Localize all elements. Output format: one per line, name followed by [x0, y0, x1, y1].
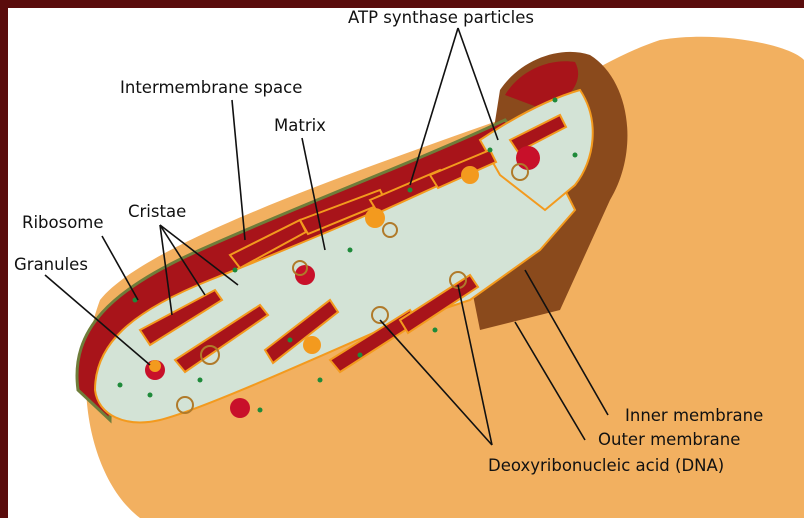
ribosome-dot	[488, 148, 493, 153]
label-outer-membrane: Outer membrane	[598, 432, 740, 449]
ribosome-dot	[348, 248, 353, 253]
leader-atp-2	[458, 28, 498, 140]
granule	[230, 398, 250, 418]
ribosome-dot	[288, 338, 293, 343]
granule	[303, 336, 321, 354]
ribosome-dot	[408, 188, 413, 193]
ribosome-dot	[148, 393, 153, 398]
label-intermembrane-space: Intermembrane space	[120, 80, 302, 97]
ribosome-dot	[573, 153, 578, 158]
granule	[516, 146, 540, 170]
ribosome-dot	[198, 378, 203, 383]
ribosome-dot	[258, 408, 263, 413]
ribosome-dot	[358, 353, 363, 358]
label-inner-membrane: Inner membrane	[625, 408, 763, 425]
label-granules: Granules	[14, 257, 88, 274]
ribosome-dot	[233, 268, 238, 273]
label-ribosome: Ribosome	[22, 215, 104, 232]
label-dna: Deoxyribonucleic acid (DNA)	[488, 458, 724, 475]
granule	[461, 166, 479, 184]
label-cristae: Cristae	[128, 204, 186, 221]
label-matrix: Matrix	[274, 118, 326, 135]
ribosome-dot	[118, 383, 123, 388]
ribosome-dot	[553, 98, 558, 103]
granule	[149, 360, 161, 372]
granule	[365, 208, 385, 228]
ribosome-dot	[318, 378, 323, 383]
label-atp-synthase: ATP synthase particles	[348, 10, 534, 27]
ribosome-dot	[433, 328, 438, 333]
